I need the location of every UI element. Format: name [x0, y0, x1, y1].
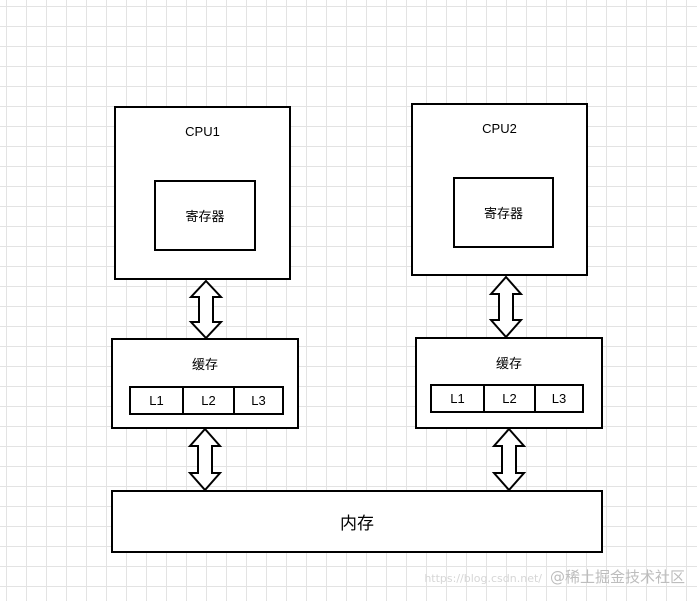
cache2-title: 缓存	[495, 356, 522, 371]
cpu1-title: CPU1	[185, 124, 220, 139]
cpu1-box: CPU1 寄存器	[114, 106, 291, 280]
cpu1-register-label: 寄存器	[185, 209, 225, 224]
cache1-l1-cell: L1	[149, 393, 164, 408]
cache2-memory-double-arrow	[491, 427, 527, 492]
cpu1-cache1-double-arrow	[188, 279, 224, 340]
cache1-memory-double-arrow	[187, 427, 223, 492]
cache1-l3-cell: L3	[233, 388, 282, 413]
cpu2-box: CPU2 寄存器	[411, 103, 588, 276]
cache2-levels: L1 L2 L3	[430, 384, 584, 413]
cache2-l1-cell: L1	[450, 391, 465, 406]
cache1-box: 缓存 L1 L2 L3	[111, 338, 299, 429]
memory-label: 内存	[340, 514, 374, 533]
cache1-levels: L1 L2 L3	[129, 386, 284, 415]
watermark: https://blog.csdn.net/ @稀土掘金技术社区	[424, 566, 685, 587]
cpu2-title: CPU2	[482, 121, 517, 136]
watermark-brand: @稀土掘金技术社区	[549, 568, 685, 586]
cache1-title: 缓存	[191, 357, 218, 372]
cache2-l2-cell: L2	[483, 386, 534, 411]
cache1-l2-cell: L2	[182, 388, 233, 413]
memory-box: 内存	[111, 490, 603, 553]
cache2-l3-cell: L3	[534, 386, 582, 411]
cache2-box: 缓存 L1 L2 L3	[415, 337, 603, 429]
watermark-url: https://blog.csdn.net/	[424, 572, 542, 585]
cpu2-cache2-double-arrow	[488, 275, 524, 339]
cpu1-register-box: 寄存器	[154, 180, 256, 251]
cpu2-register-label: 寄存器	[483, 206, 523, 221]
cpu2-register-box: 寄存器	[453, 177, 554, 248]
